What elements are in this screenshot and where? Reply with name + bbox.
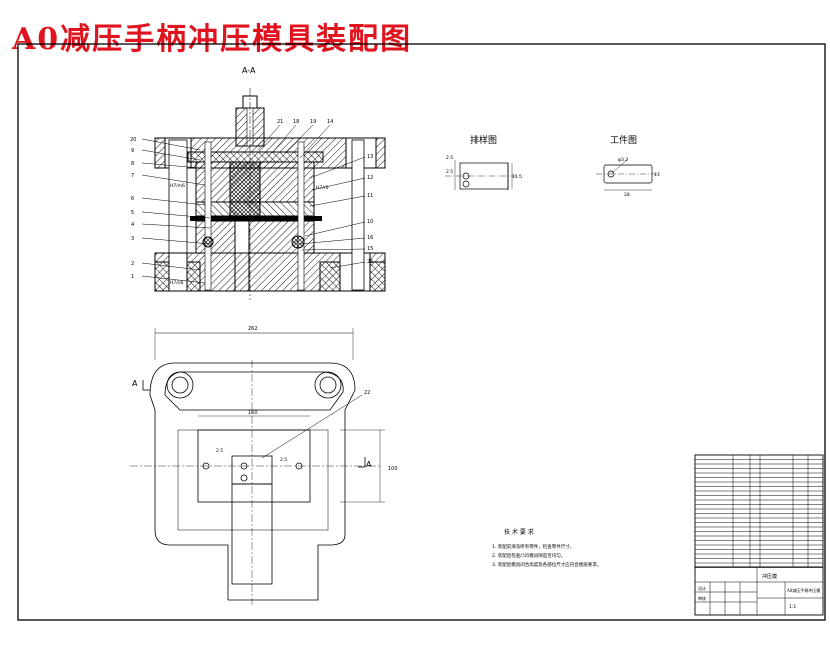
- plan-dim-side: 100: [388, 466, 398, 472]
- callout-11: 11: [367, 193, 373, 199]
- view-marker-left: A: [132, 379, 138, 388]
- plan-dim-inner: 160: [248, 410, 258, 416]
- title-block: [694, 566, 824, 616]
- callout-21: 21: [277, 119, 283, 125]
- tech-title: 技 术 要 求: [504, 528, 534, 536]
- callout-3: 3: [131, 236, 134, 242]
- layout-dim-thick: 2.5: [446, 169, 453, 175]
- callout-15: 15: [367, 246, 373, 252]
- plan-view: [130, 328, 385, 605]
- parts-list: [694, 454, 824, 568]
- tech-note: 3. 装配后模具闭合高度及各部位尺寸应符合图纸要求。: [492, 561, 601, 568]
- tech-note: 1. 装配前清洗所有零件，检查零件尺寸。: [492, 543, 574, 550]
- title-block-drawing-name: 冲压模: [762, 573, 777, 580]
- blank-layout-title: 排样图: [470, 134, 497, 146]
- callout-10: 10: [367, 219, 373, 225]
- callout-2: 2: [131, 261, 134, 267]
- callout-18: 18: [293, 119, 299, 125]
- workpiece-dim-len: 28: [624, 192, 630, 198]
- title-block-designer: 设计: [698, 585, 706, 591]
- title-block-checker: 审核: [698, 595, 706, 601]
- callout-4: 4: [131, 222, 134, 228]
- callout-19: 19: [310, 119, 316, 125]
- layout-dim-width: 11.5: [512, 174, 522, 180]
- fit-labels: H7/m6 H7/r6 H7/n6: [170, 183, 329, 286]
- callout-14: 14: [327, 119, 333, 125]
- drawing-border: [17, 43, 826, 621]
- callout-20: 20: [130, 137, 136, 143]
- callouts-top: 21 18 19 14: [277, 119, 333, 125]
- workpiece-title: 工件图: [610, 134, 637, 146]
- view-marker-right: A: [366, 460, 372, 469]
- callout-25: 25: [367, 259, 373, 265]
- callout-1: 1: [131, 274, 134, 280]
- plan-dim-small-left: 2.5: [216, 448, 223, 454]
- callout-9: 9: [131, 148, 134, 154]
- title-block-part-name: A0减压手柄冲压模: [787, 587, 820, 593]
- tech-note: 2. 装配后检查凸凹模间隙是否均匀。: [492, 552, 565, 559]
- plan-dim-overall: 262: [248, 326, 258, 332]
- section-view: [154, 88, 386, 300]
- callout-6: 6: [131, 196, 134, 202]
- callout-13: 13: [367, 154, 373, 160]
- callout-12: 12: [367, 175, 373, 181]
- fit-label: H7/r6: [316, 185, 329, 191]
- callout-5: 5: [131, 210, 134, 216]
- section-label: A-A: [242, 66, 256, 75]
- section-leaders: [141, 124, 366, 284]
- plan-dim-small-right: 2.5: [280, 457, 287, 463]
- blank-layout-view: [445, 160, 520, 190]
- fit-label: H7/m6: [170, 183, 185, 189]
- callouts-right: 13 12 11 10 16 15 25: [367, 154, 373, 265]
- fit-label: H7/n6: [170, 280, 184, 286]
- callout-7: 7: [131, 173, 134, 179]
- workpiece-dim-hole: φ3.2: [618, 157, 628, 163]
- layout-dim-pitch: 2.5: [446, 155, 453, 161]
- workpiece-view: [596, 158, 660, 191]
- workpiece-dim-width: 11: [654, 172, 660, 178]
- callouts-left: 20 9 8 7 6 5 4 3 2 1: [130, 137, 136, 280]
- title-block-scale: 1:1: [789, 604, 796, 610]
- drawing-title: A0减压手柄冲压模具装配图: [12, 22, 413, 57]
- callout-22: 22: [364, 390, 370, 396]
- callout-8: 8: [131, 161, 134, 167]
- callout-16: 16: [367, 235, 373, 241]
